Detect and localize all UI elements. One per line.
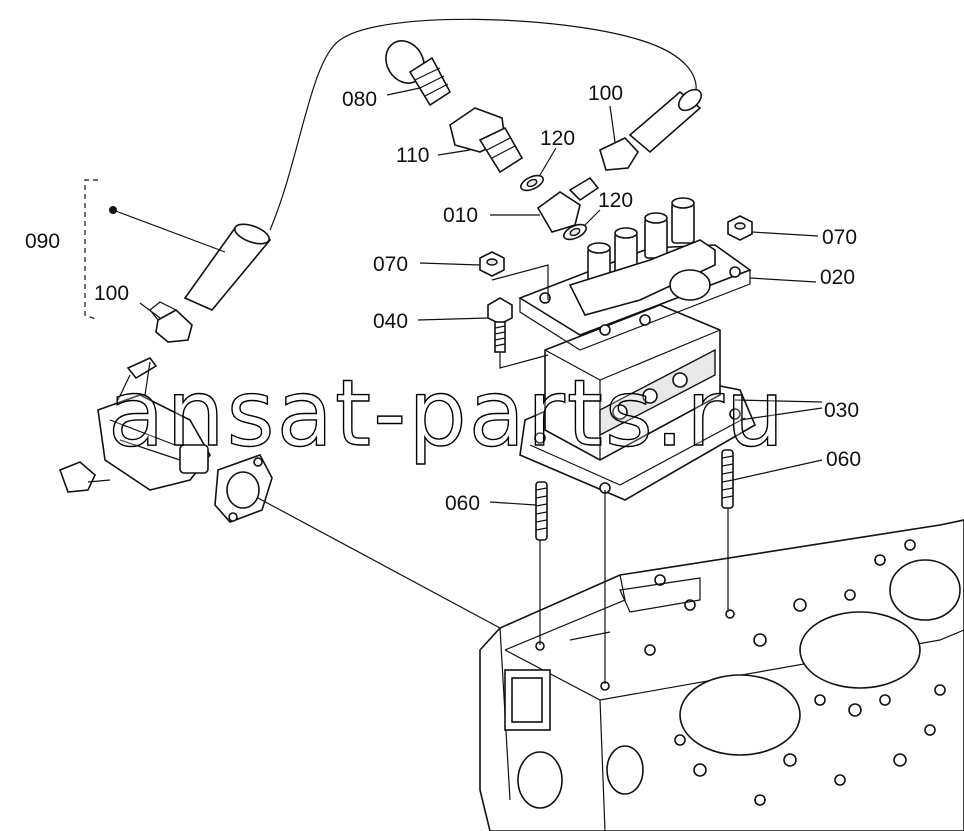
label-030: 030 <box>824 399 859 422</box>
gasket-120-top <box>520 147 557 192</box>
fuel-hose <box>84 18 703 321</box>
label-110: 110 <box>396 144 429 167</box>
hose-clamp-top <box>599 105 640 171</box>
part-labels: 080 100 120 110 120 010 070 090 070 020 … <box>25 82 861 515</box>
stud-060-left <box>489 481 548 645</box>
injection-pipe-adapter <box>58 357 501 629</box>
eye-joint-010 <box>490 176 600 233</box>
label-010: 010 <box>443 204 478 227</box>
label-100-top: 100 <box>588 82 623 105</box>
label-040: 040 <box>373 310 408 333</box>
label-070-left: 070 <box>373 253 408 276</box>
eye-bolt-080 <box>385 40 452 107</box>
label-090: 090 <box>25 230 60 253</box>
label-120-mid: 120 <box>598 189 633 212</box>
label-020: 020 <box>820 266 855 289</box>
nut-070-right <box>727 215 819 241</box>
deck-holes <box>535 539 946 806</box>
label-080: 080 <box>342 88 377 111</box>
stud-060-right <box>721 449 823 612</box>
label-120-top: 120 <box>540 127 575 150</box>
joint-bolt-110 <box>437 107 524 174</box>
bolt-040 <box>417 297 549 369</box>
watermark: ansat-parts.ru <box>108 360 786 467</box>
label-100-left: 100 <box>94 282 129 305</box>
engine-block <box>479 519 964 831</box>
label-070-right: 070 <box>822 226 857 249</box>
label-060-left: 060 <box>445 492 480 515</box>
injection-pump <box>518 197 757 501</box>
label-060-right: 060 <box>826 448 861 471</box>
nut-070-left <box>419 251 549 300</box>
hose-clamp-left <box>139 301 193 343</box>
